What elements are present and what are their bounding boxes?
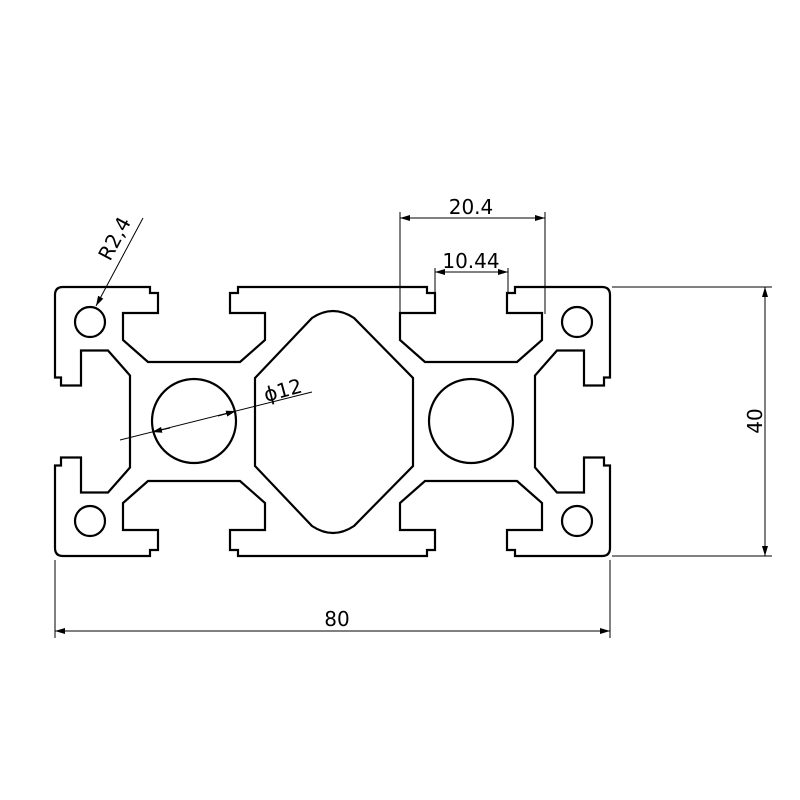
corner-hole-top-left (73, 305, 107, 339)
dimension-height (612, 286, 772, 557)
center-hollow (253, 309, 415, 535)
slot-width-label: 20.4 (449, 195, 494, 219)
dimension-slot-opening (434, 268, 509, 293)
height-label: 40 (743, 408, 767, 433)
diameter-arrow-right (217, 410, 237, 417)
radius-label: R2,4 (93, 213, 136, 265)
corner-hole-bottom-right (560, 504, 594, 538)
dimension-width (54, 560, 611, 638)
width-label: 80 (324, 607, 349, 631)
dimension-slot-width (399, 212, 546, 314)
core-hole-left (150, 377, 238, 465)
diameter-label: ϕ12 (261, 374, 305, 407)
corner-hole-top-right (560, 305, 594, 339)
core-hole-right (427, 377, 515, 465)
profile-outline (53, 285, 612, 558)
corner-hole-bottom-left (73, 504, 107, 538)
radius-leader (95, 217, 144, 307)
diameter-arrow-left (151, 426, 171, 433)
slot-opening-label: 10.44 (442, 249, 499, 273)
